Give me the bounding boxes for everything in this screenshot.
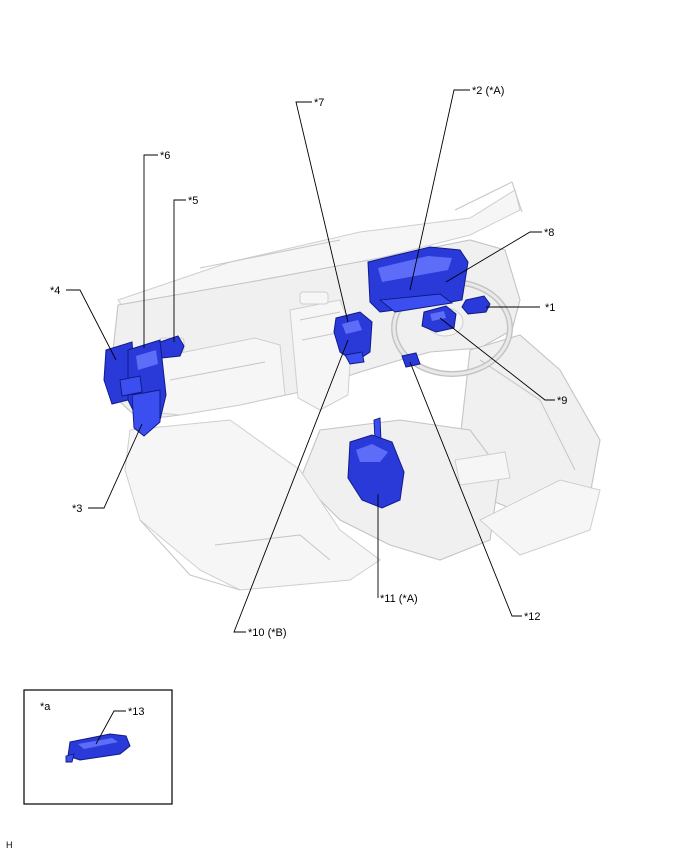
callout-8: *8 — [544, 227, 554, 239]
callout-9: *9 — [557, 395, 567, 407]
leader-lines — [66, 89, 555, 633]
callout-1: *1 — [545, 302, 555, 314]
callout-2: *2 (*A) — [472, 85, 504, 97]
component-7-module — [333, 311, 373, 365]
callout-7: *7 — [314, 97, 324, 109]
callout-6: *6 — [160, 150, 170, 162]
component-1-switch — [461, 295, 491, 315]
component-13-module — [65, 733, 131, 763]
inset-title: *a — [40, 701, 51, 713]
component-12-module — [401, 352, 421, 368]
inset-panel: *a *13 — [23, 689, 173, 805]
diagram-code: H — [6, 840, 13, 850]
callout-4: *4 — [50, 285, 60, 297]
component-9-spiral-cable — [421, 305, 457, 333]
callout-labels: *1 *2 (*A) *3 *4 *5 *6 *7 *8 *9 *10 (*B)… — [50, 85, 567, 639]
component-11-shift-module — [347, 417, 405, 509]
component-2-combination-meter — [367, 246, 469, 313]
callout-5: *5 — [188, 195, 198, 207]
callout-10: *10 (*B) — [248, 627, 287, 639]
component-4-6-ecu-group — [103, 339, 167, 437]
callout-13: *13 — [128, 706, 145, 718]
callout-3: *3 — [72, 503, 82, 515]
component-5-module — [159, 335, 185, 359]
callout-11: *11 (*A) — [380, 593, 418, 605]
callout-12: *12 — [524, 611, 541, 623]
